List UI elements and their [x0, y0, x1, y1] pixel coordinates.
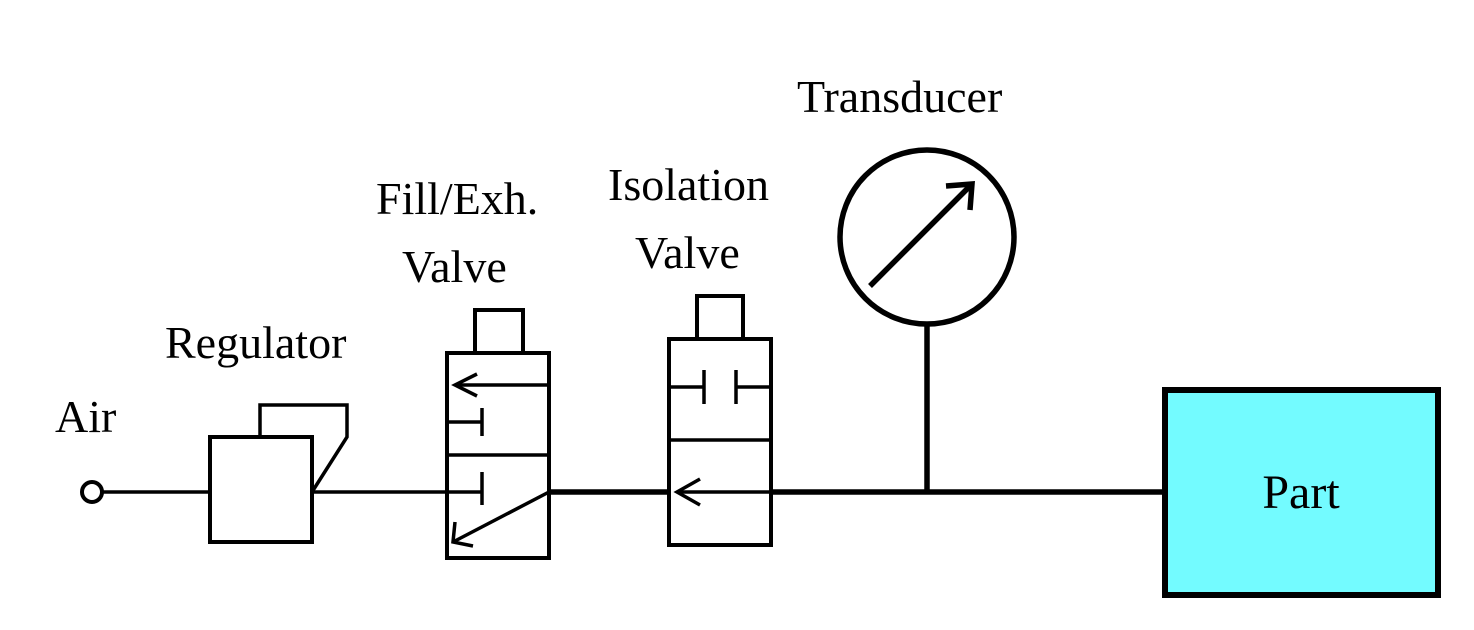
transducer-label: Transducer [797, 71, 1002, 122]
fill-valve-upper-arrowhead [451, 372, 478, 398]
part-box [1162, 387, 1441, 598]
regulator-symbol [208, 403, 349, 544]
fill-valve-lower-flow-arrow [452, 490, 550, 544]
air-label: Air [55, 391, 116, 442]
isolation-valve-symbol [667, 294, 773, 547]
air-inlet-port [80, 480, 104, 504]
isolation-valve-label-line1: Isolation [608, 159, 769, 210]
regulator-spring-housing [258, 403, 349, 493]
regulator-body [208, 435, 314, 544]
fill-valve-solenoid [473, 308, 525, 355]
part-block: Part [1162, 387, 1441, 598]
isolation-valve-solenoid [695, 294, 745, 341]
gauge-dial [837, 147, 1017, 327]
gauge-needle-arrow [868, 182, 974, 288]
regulator-label: Regulator [165, 317, 346, 368]
isolation-valve-label-line2: Valve [635, 227, 740, 278]
isolation-valve-body [667, 337, 773, 547]
fill-valve-label-line2: Valve [402, 241, 507, 292]
fill-valve-label-line1: Fill/Exh. [376, 173, 538, 224]
fill-exhaust-valve-symbol [445, 308, 551, 560]
isolation-valve-arrowhead [673, 477, 701, 507]
gauge-needle-arrowhead [945, 181, 975, 211]
part-label: Part [1262, 466, 1340, 519]
fill-valve-lower-arrowhead [451, 521, 474, 548]
transducer-gauge [837, 147, 1017, 492]
